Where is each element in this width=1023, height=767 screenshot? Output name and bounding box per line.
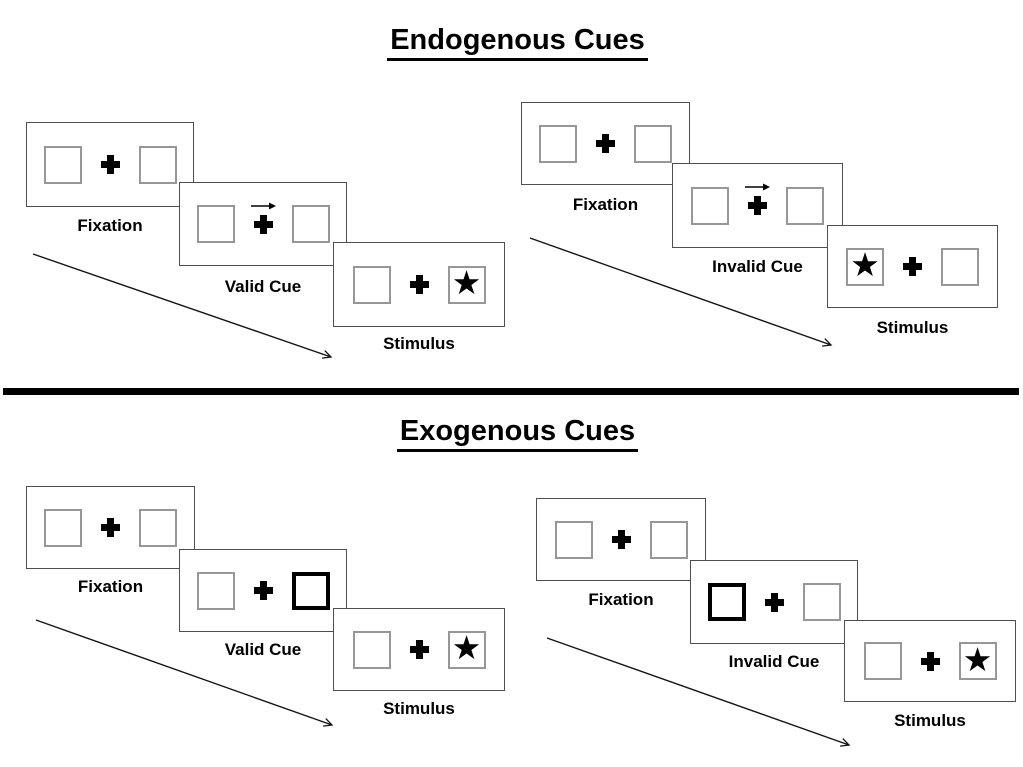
cue-arrow-icon — [250, 202, 276, 209]
endogenous-valid-fixation-panel — [26, 122, 194, 207]
panel-label: Fixation — [77, 216, 143, 235]
fixation-cross-icon — [100, 155, 120, 174]
target-star-box: ★ — [447, 264, 486, 304]
cue-highlight-box — [291, 571, 330, 610]
target-star-box: ★ — [846, 246, 884, 286]
cue-arrow-icon — [745, 183, 770, 191]
fixation-cross-icon — [920, 651, 940, 671]
star-icon: ★ — [451, 264, 482, 301]
exogenous-valid-cue-panel — [179, 549, 347, 632]
panel-label: Fixation — [572, 195, 639, 214]
exogenous-invalid-cue-panel — [690, 560, 858, 644]
sequence-arrow — [529, 237, 833, 347]
fixation-cross-icon — [745, 183, 770, 215]
left-placeholder-box — [43, 145, 82, 184]
right-placeholder-box — [139, 508, 177, 547]
left-placeholder-box — [196, 205, 235, 243]
left-placeholder-box — [352, 265, 391, 304]
fixation-cross-icon — [611, 530, 631, 549]
right-placeholder-box — [941, 247, 979, 286]
star-icon: ★ — [451, 629, 482, 666]
section-title-endogenous: Endogenous Cues — [0, 24, 1023, 61]
right-placeholder-box — [649, 520, 688, 559]
panel-label: Fixation — [77, 577, 144, 596]
fixation-cross-icon — [596, 134, 615, 153]
fixation-cross-icon — [903, 257, 922, 276]
endogenous-invalid-fixation-panel — [521, 102, 690, 185]
right-placeholder-box — [786, 186, 824, 225]
panel-label: Stimulus — [383, 334, 455, 353]
fixation-cross-icon — [409, 275, 429, 294]
right-placeholder-box — [291, 205, 330, 243]
panel-label: Stimulus — [383, 699, 455, 718]
star-icon: ★ — [850, 246, 880, 283]
sequence-arrow — [546, 637, 851, 747]
left-placeholder-box — [539, 124, 577, 163]
exogenous-valid-stimulus-panel: ★ — [333, 608, 505, 691]
cue-highlight-box — [707, 583, 746, 621]
panel-label: Fixation — [588, 590, 654, 609]
endogenous-valid-stimulus-panel: ★ — [333, 242, 505, 327]
left-placeholder-box — [196, 571, 235, 610]
left-placeholder-box — [863, 642, 902, 680]
panel-label: Valid Cue — [224, 640, 302, 659]
endogenous-invalid-cue-panel — [672, 163, 843, 248]
panel-label: Stimulus — [894, 711, 966, 730]
sequence-arrow — [35, 619, 334, 727]
panel-label: Valid Cue — [224, 277, 302, 296]
panel-label: Invalid Cue — [728, 652, 820, 671]
left-placeholder-box — [44, 508, 82, 547]
sequence-arrow — [32, 253, 333, 359]
endogenous-valid-cue-panel — [179, 182, 347, 266]
left-placeholder-box — [352, 630, 391, 669]
left-placeholder-box — [691, 186, 729, 225]
section-title-exogenous: Exogenous Cues — [0, 415, 1023, 452]
target-star-box: ★ — [447, 629, 486, 669]
exogenous-invalid-fixation-panel — [536, 498, 706, 581]
endogenous-invalid-stimulus-panel: ★ — [827, 225, 998, 308]
right-placeholder-box — [634, 124, 672, 163]
fixation-cross-icon — [409, 640, 429, 659]
panel-label: Invalid Cue — [712, 257, 803, 276]
fixation-cross-icon — [250, 202, 276, 234]
exogenous-valid-fixation-panel — [26, 486, 195, 569]
right-placeholder-box — [802, 583, 841, 621]
right-placeholder-box — [138, 145, 177, 184]
fixation-cross-icon — [764, 592, 784, 612]
fixation-cross-icon — [101, 518, 120, 537]
target-star-box: ★ — [958, 640, 997, 680]
panel-label: Stimulus — [876, 318, 949, 337]
exogenous-invalid-stimulus-panel: ★ — [844, 620, 1016, 702]
fixation-cross-icon — [253, 581, 273, 600]
star-icon: ★ — [962, 640, 993, 678]
section-divider — [3, 388, 1019, 395]
left-placeholder-box — [554, 520, 593, 559]
